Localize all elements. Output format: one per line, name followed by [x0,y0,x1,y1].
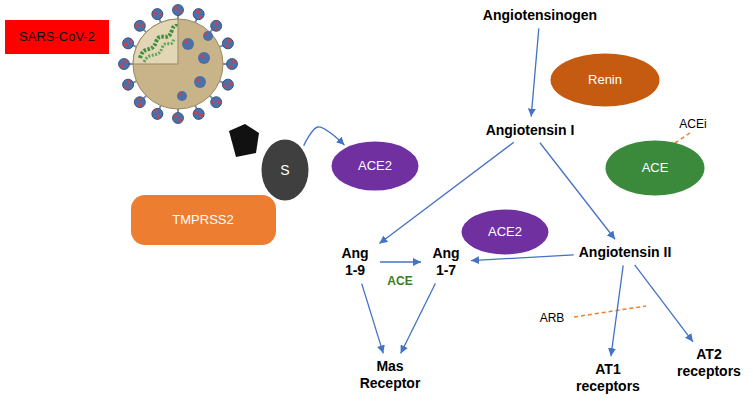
receptor-text-node: AT1 receptors [567,359,649,397]
enzyme-ellipse: ACE2 [331,141,419,191]
receptor-text-node: AT2 receptors [668,344,750,382]
blocker-mark [574,306,646,317]
enzyme-ellipse: ACE [605,140,705,196]
node-text: Ang 1-7 [426,245,466,279]
virus-name-box: SARS-CoV-2 [5,20,109,54]
pathway-arrow [635,265,693,342]
pathway-text-node: Ang 1-9 [333,243,377,281]
node-text: S [280,162,289,179]
node-text: Ang 1-9 [335,245,375,279]
ellipse-fill [551,54,660,107]
ellipse-fill [606,141,705,196]
inhibitor-label: ACEi [679,117,706,131]
receptor-binding-symbol [229,124,259,157]
blocker-label: ARB [540,311,565,325]
pathway-arrow [380,261,421,262]
ellipse-fill [332,142,419,191]
node-text: Angiotensin II [579,244,672,261]
node-text: AT2 receptors [670,346,748,380]
pathway-text-node: Angiotensin I [484,120,577,141]
pathway-text-node: Ang 1-7 [424,243,468,281]
pathway-arrow [540,143,615,239]
enzyme-ellipse: Renin [550,53,660,107]
node-text: Angiotensinogen [483,7,597,24]
pathway-arrow [401,283,436,353]
ellipse-fill [462,210,549,255]
pathway-arrow [471,255,574,261]
node-text: AT1 receptors [569,361,647,395]
ellipse-fill [262,140,309,201]
protease-box: TMPRSS2 [131,195,276,245]
pathway-text-node: Angiotensin II [577,242,674,263]
enzyme-ellipse: ACE2 [461,209,549,255]
enzyme-label: ACE [387,274,412,288]
node-text: Renin [588,72,622,88]
node-text: SARS-CoV-2 [19,29,95,45]
pathway-arrow [611,265,623,356]
node-text: ACE2 [358,158,392,174]
node-text: Mas Receptor [354,358,426,392]
receptor-text-node: Mas Receptor [352,356,428,394]
spike-protein-ellipse: S [261,139,309,201]
node-text: Angiotensin I [486,122,575,139]
pathway-arrow [304,127,345,146]
node-text: TMPRSS2 [172,212,233,228]
node-text: ACE2 [488,224,522,240]
virus-illustration [119,5,238,124]
pathway-text-node: Angiotensinogen [481,5,599,26]
pathway-arrow [362,284,384,354]
node-text: ACE [642,160,669,176]
pathway-arrow [531,28,539,116]
